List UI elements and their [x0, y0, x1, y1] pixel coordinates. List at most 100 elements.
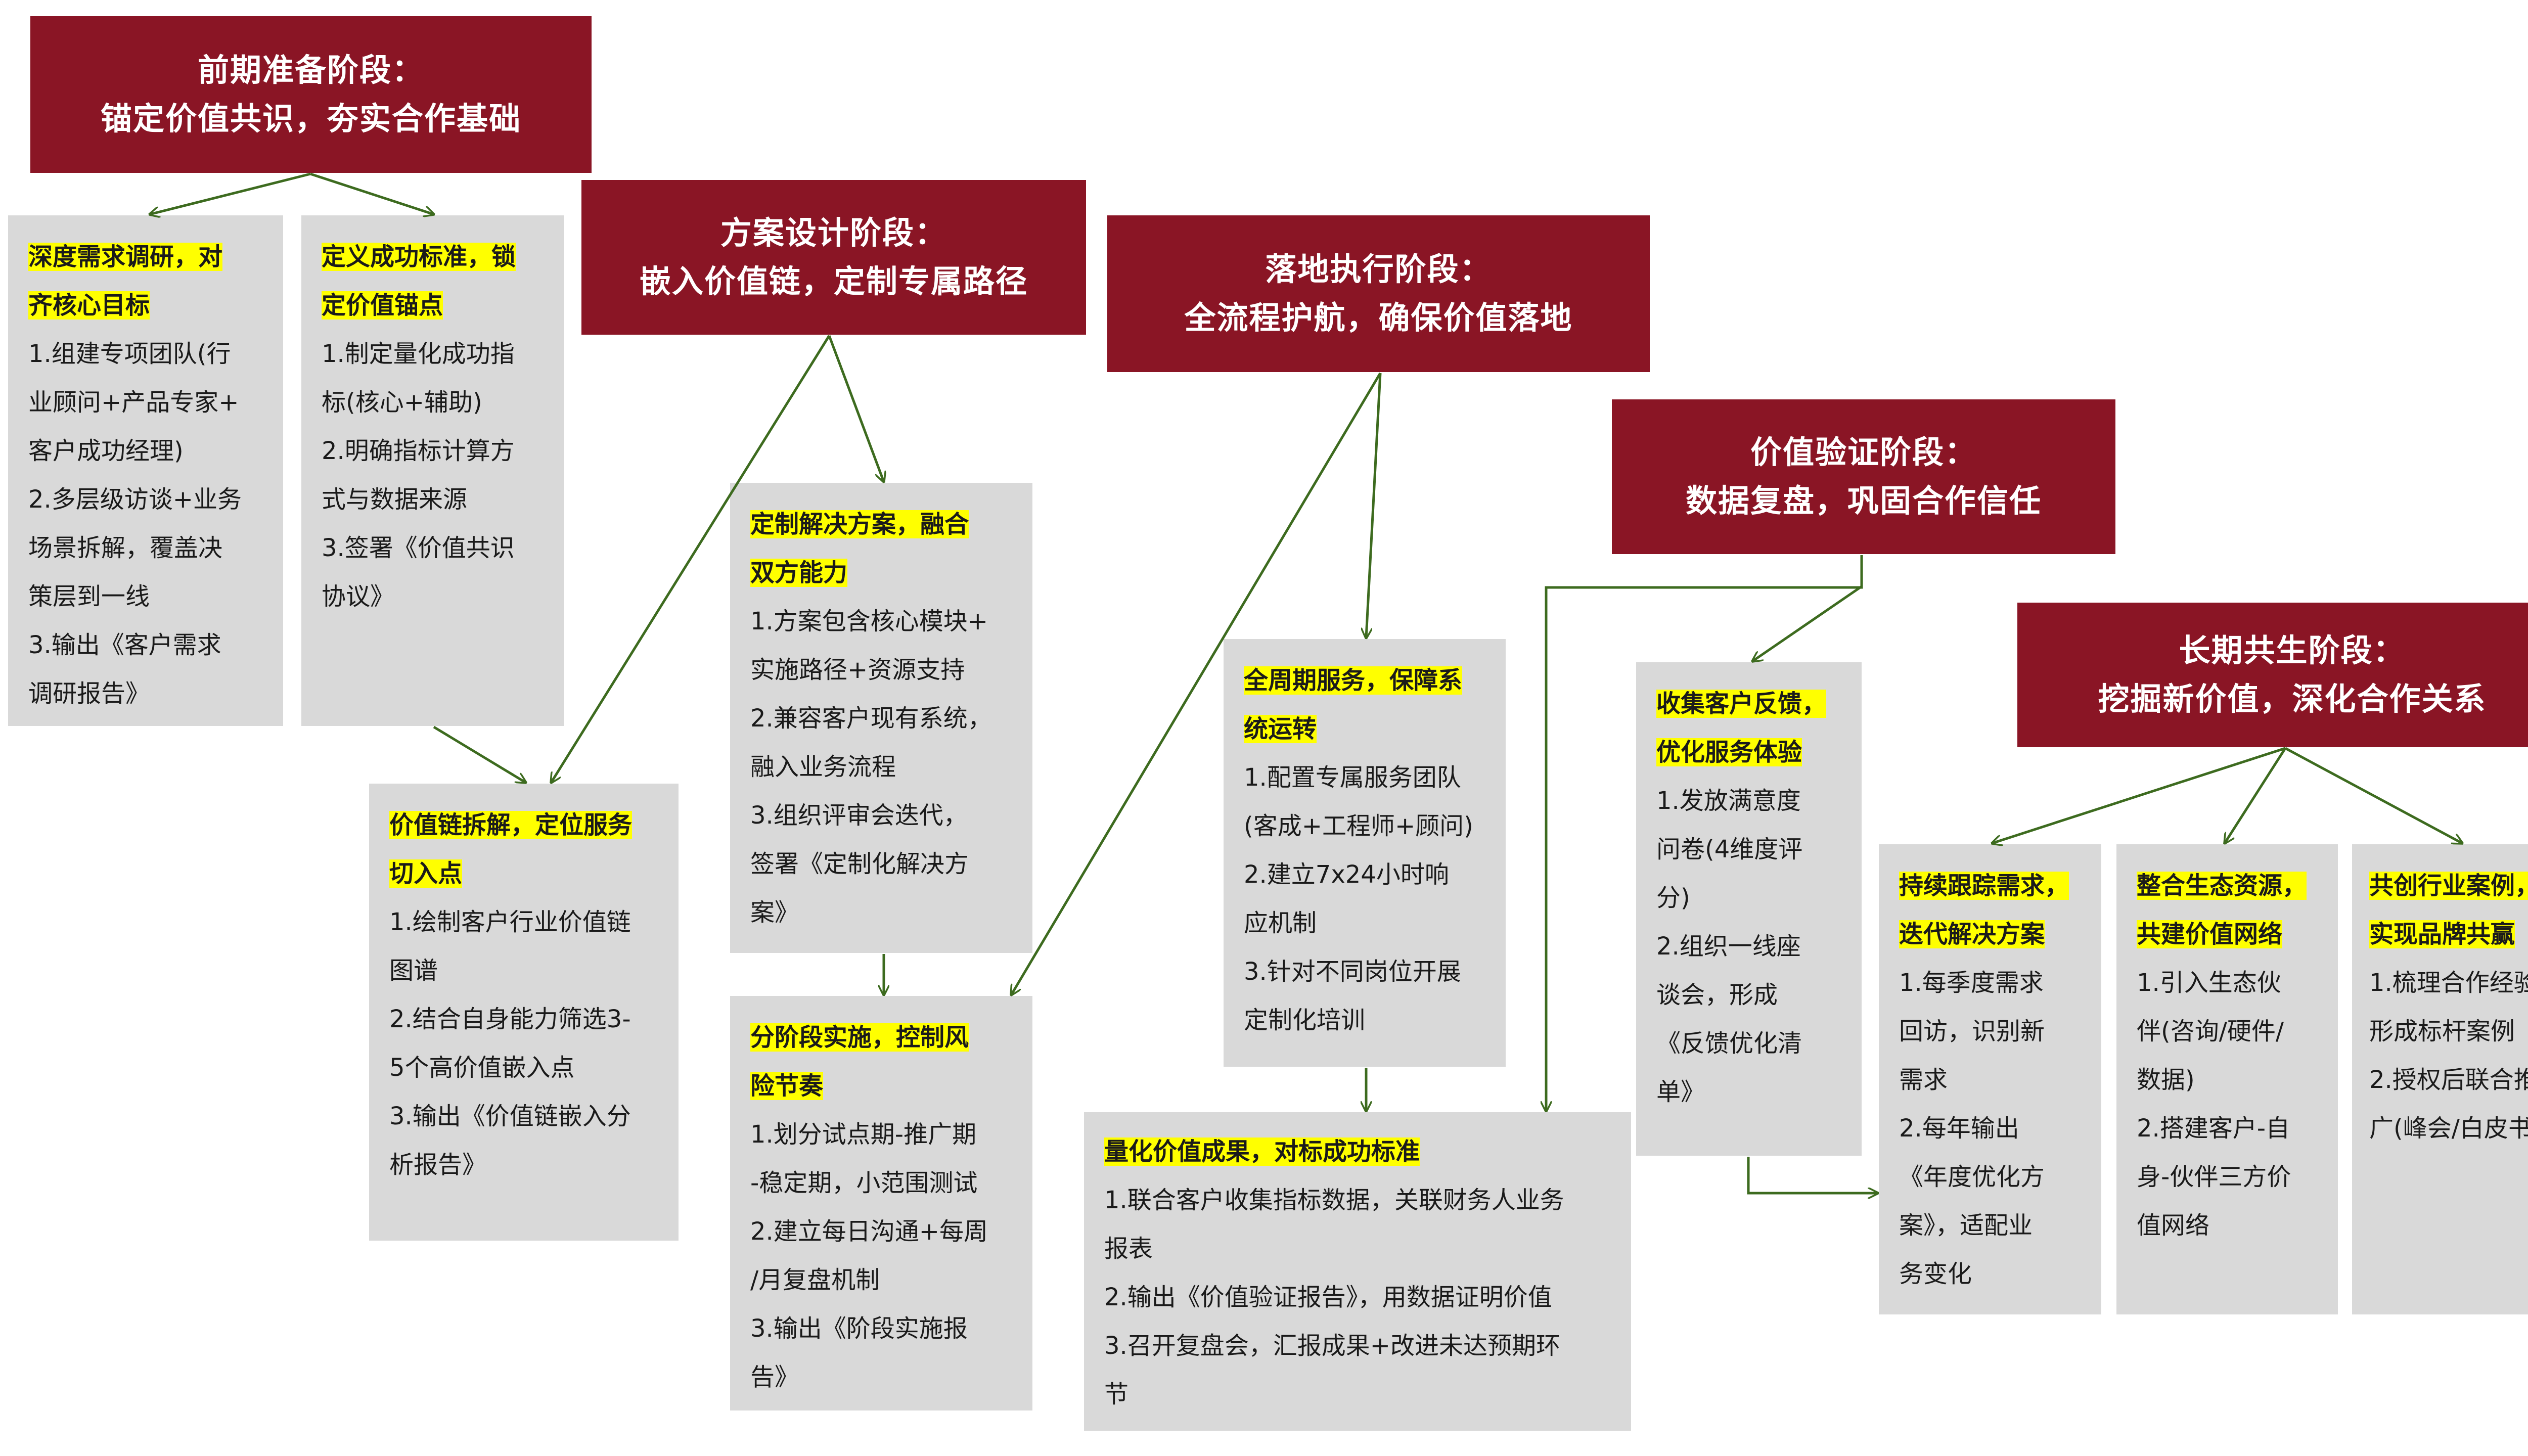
stage-subtitle: 锚定价值共识，夯实合作基础 [100, 100, 521, 137]
card-full-cycle-service: 全周期服务，保障系统运转 1.配置专属服务团队 (客成+工程师+顾问) 2.建立… [1224, 639, 1506, 1067]
card-line: 协议》 [322, 582, 395, 611]
stage-header-long: 长期共生阶段： 挖掘新价值，深化合作关系 [2017, 603, 2528, 747]
card-line: 1.绘制客户行业价值链 [389, 908, 631, 936]
card-heading: 切入点 [389, 859, 463, 888]
card-line: 1.联合客户收集指标数据，关联财务人业务 [1104, 1186, 1564, 1214]
card-line: 数据) [2137, 1066, 2195, 1094]
stage-header-exec: 落地执行阶段： 全流程护航，确保价值落地 [1107, 215, 1650, 372]
card-heading: 双方能力 [750, 559, 848, 587]
card-line: 场景拆解，覆盖决 [28, 534, 223, 562]
card-line: 应机制 [1244, 909, 1317, 937]
card-heading: 价值链拆解，定位服务 [389, 811, 633, 839]
stage-title: 价值验证阶段： [1750, 433, 1977, 471]
card-line: 2.授权后联合推 [2369, 1066, 2528, 1094]
card-line: 务变化 [1899, 1260, 1972, 1288]
card-line: (客成+工程师+顾问) [1244, 812, 1473, 840]
card-line: 定制化培训 [1244, 1006, 1366, 1034]
card-line: 需求 [1899, 1066, 1948, 1094]
card-line: 3.输出《价值链嵌入分 [389, 1102, 631, 1130]
stage-header-verify: 价值验证阶段： 数据复盘，巩固合作信任 [1612, 399, 2115, 554]
card-quantify-value: 量化价值成果，对标成功标准 1.联合客户收集指标数据，关联财务人业务 报表 2.… [1084, 1112, 1631, 1431]
card-line: 2.搭建客户-自 [2137, 1114, 2290, 1143]
card-phased-implementation: 分阶段实施，控制风险节奏 1.划分试点期-推广期 -稳定期，小范围测试 2.建立… [730, 996, 1032, 1410]
card-line: 案》，适配业 [1899, 1211, 2033, 1240]
card-line: 1.组建专项团队(行 [28, 340, 231, 368]
card-line: 谈会，形成 [1656, 981, 1778, 1009]
card-line: 式与数据来源 [322, 485, 468, 514]
card-line: 1.划分试点期-推广期 [750, 1120, 977, 1149]
card-heading: 全周期服务，保障系 [1244, 666, 1463, 695]
arrow-prep-to-c1 [150, 172, 311, 214]
card-line: 报表 [1104, 1235, 1153, 1263]
card-line: 客户成功经理) [28, 437, 184, 465]
card-line: 1.配置专属服务团队 [1244, 763, 1461, 792]
card-line: 案》 [750, 898, 799, 927]
card-line: 单》 [1656, 1078, 1705, 1106]
card-line: 实施路径+资源支持 [750, 656, 965, 684]
card-heading: 整合生态资源， [2137, 872, 2307, 900]
card-heading: 分阶段实施，控制风 [750, 1023, 969, 1052]
card-heading: 实现品牌共赢 [2369, 920, 2515, 948]
card-value-chain: 价值链拆解，定位服务切入点 1.绘制客户行业价值链 图谱 2.结合自身能力筛选3… [369, 784, 679, 1241]
arrow-long-to-c10 [2225, 747, 2287, 843]
card-ecosystem: 整合生态资源，共建价值网络 1.引入生态伙 伴(咨询/硬件/ 数据) 2.搭建客… [2116, 844, 2338, 1314]
stage-header-prep: 前期准备阶段： 锚定价值共识，夯实合作基础 [30, 16, 592, 173]
card-heading: 量化价值成果，对标成功标准 [1104, 1138, 1420, 1166]
card-line: 2.结合自身能力筛选3- [389, 1005, 631, 1033]
card-line: /月复盘机制 [750, 1266, 880, 1294]
arrow-c2-to-c3 [433, 725, 526, 783]
card-custom-solution: 定制解决方案，融合双方能力 1.方案包含核心模块+ 实施路径+资源支持 2.兼容… [730, 483, 1032, 953]
card-requirement-research: 深度需求调研，对齐核心目标 1.组建专项团队(行 业顾问+产品专家+ 客户成功经… [8, 215, 283, 726]
card-line: 析报告》 [389, 1151, 487, 1179]
card-industry-case: 共创行业案例，实现品牌共赢 1.梳理合作经验， 形成标杆案例 2.授权后联合推 … [2352, 844, 2528, 1314]
card-heading: 深度需求调研，对 [28, 243, 223, 271]
card-line: 标(核心+辅助) [322, 388, 482, 417]
card-line: 签署《定制化解决方 [750, 850, 969, 878]
card-line: 2.兼容客户现有系统， [750, 704, 992, 733]
card-line: 2.建立每日沟通+每周 [750, 1217, 988, 1246]
card-success-criteria: 定义成功标准，锁定价值锚点 1.制定量化成功指 标(核心+辅助) 2.明确指标计… [301, 215, 564, 726]
card-line: 2.多层级访谈+业务 [28, 485, 242, 514]
stage-title: 落地执行阶段： [1265, 250, 1492, 288]
card-line: 业顾问+产品专家+ [28, 388, 239, 417]
card-line: 值网络 [2137, 1211, 2210, 1240]
card-line: 策层到一线 [28, 582, 150, 611]
card-line: 分) [1656, 884, 1690, 912]
card-line: 2.明确指标计算方 [322, 437, 515, 465]
card-heading: 齐核心目标 [28, 291, 150, 320]
card-line: 3.签署《价值共识 [322, 534, 515, 562]
stage-subtitle: 全流程护航，确保价值落地 [1184, 299, 1573, 336]
stage-title: 前期准备阶段： [197, 51, 424, 88]
arrow-prep-to-c2 [310, 172, 434, 214]
card-heading: 定制解决方案，融合 [750, 510, 969, 538]
card-line: 1.梳理合作经验， [2369, 969, 2528, 997]
stage-subtitle: 数据复盘，巩固合作信任 [1685, 482, 2042, 519]
card-line: 2.组织一线座 [1656, 932, 1801, 961]
stage-header-design: 方案设计阶段： 嵌入价值链，定制专属路径 [581, 180, 1086, 335]
stage-subtitle: 嵌入价值链，定制专属路径 [639, 263, 1028, 300]
arrow-verify-to-c8 [1752, 555, 1863, 661]
arrow-c8-to-c9 [1747, 1157, 1878, 1193]
arrow-exec-to-c5 [1011, 372, 1382, 995]
card-line: 形成标杆案例 [2369, 1017, 2515, 1045]
card-line: 2.建立7x24小时响 [1244, 860, 1449, 889]
card-line: 2.每年输出 [1899, 1114, 2019, 1143]
card-heading: 统运转 [1244, 715, 1317, 743]
card-line: 《反馈优化清 [1656, 1029, 1802, 1058]
stage-title: 长期共生阶段： [2179, 631, 2406, 669]
card-line: 3.召开复盘会，汇报成果+改进未达预期环 [1104, 1332, 1561, 1360]
card-line: 伴(咨询/硬件/ [2137, 1017, 2284, 1045]
card-heading: 定价值锚点 [322, 291, 443, 320]
stage-title: 方案设计阶段： [720, 214, 947, 251]
card-line: 回访，识别新 [1899, 1017, 2045, 1045]
card-line: 问卷(4维度评 [1656, 835, 1803, 863]
card-line: 3.输出《客户需求 [28, 631, 221, 659]
card-heading: 迭代解决方案 [1899, 920, 2045, 948]
card-heading: 定义成功标准，锁 [322, 243, 516, 271]
arrow-design-to-c3 [551, 335, 831, 783]
card-line: 1.每季度需求 [1899, 969, 2044, 997]
arrow-design-to-c4 [828, 335, 884, 482]
card-heading: 共创行业案例， [2369, 872, 2528, 900]
card-heading: 险节奏 [750, 1072, 824, 1100]
card-heading: 收集客户反馈， [1656, 690, 1827, 718]
